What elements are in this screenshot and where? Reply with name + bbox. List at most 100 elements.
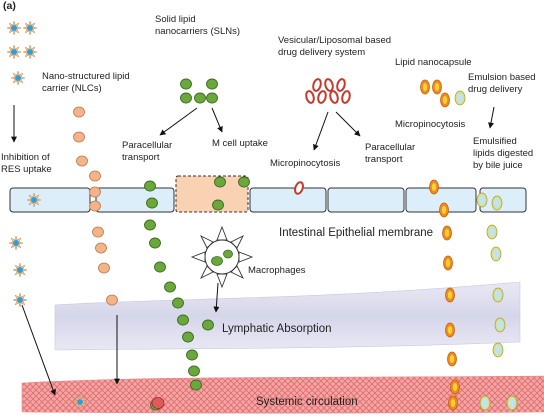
arrow-lipo-paracellular [335, 111, 361, 137]
res-particle-core [31, 197, 37, 203]
sln-particle [186, 349, 198, 361]
sln-particle [202, 319, 214, 331]
liposome-particle [341, 90, 351, 104]
lymphatic-label: Lymphatic Absorption [222, 323, 332, 335]
nlc-particle [98, 262, 110, 274]
emulsion-core [488, 227, 496, 237]
arrow-macrophage-lymph [213, 282, 220, 313]
nlc-particle [92, 226, 104, 238]
sln-particle [188, 365, 200, 377]
nlc-label-line2: carrier (NLCs) [42, 83, 102, 94]
res-particle-core [11, 25, 17, 31]
micropinocytosis-label-2: Micropinocytosis [395, 119, 465, 130]
liposome-particle [324, 78, 334, 92]
nanocapsule-core [450, 399, 456, 407]
nlc-particle [73, 131, 85, 143]
sln-particle [206, 78, 218, 90]
epithelial-membrane [9, 175, 527, 213]
sln-particle [154, 261, 166, 273]
arrows [11, 105, 495, 396]
nanocapsule-core [441, 206, 447, 214]
arrow-emulsion [488, 106, 495, 129]
emulsified-label-line3: by bile juice [473, 160, 523, 171]
emulsion-core [492, 249, 500, 259]
sln-particle [194, 92, 206, 104]
liposome-particle [294, 181, 304, 195]
sln-particle [149, 237, 161, 249]
emulsion-core [481, 398, 489, 408]
membrane-label: Intestinal Epithelial membrane [279, 227, 433, 239]
inhibition-label-line1: Inhibition of [1, 152, 50, 163]
sln-particle [214, 176, 226, 188]
nlc-particle [95, 242, 107, 254]
paracellular-label-2-line2: transport [365, 154, 403, 165]
m-cell [175, 175, 249, 213]
sln-particle [212, 199, 224, 211]
emulsion-label-line1: Emulsion based [468, 72, 536, 83]
paracellular-label-1-line1: Paracellular [122, 140, 172, 151]
nanocapsule-core [431, 183, 437, 191]
res-particle-core [27, 49, 33, 55]
emulsion-core [494, 290, 502, 300]
nlc-particle [106, 294, 118, 306]
res-particle-core [13, 240, 19, 246]
liposome-particle [329, 90, 339, 104]
sln-particle [238, 176, 250, 188]
emulsion-core [508, 398, 516, 408]
res-particle-core [17, 297, 23, 303]
liposome-particle [312, 78, 322, 92]
nanocapsule-core [434, 83, 440, 91]
arrow-lipo-micropino [313, 111, 329, 151]
epithelial-cell [327, 187, 405, 213]
liposome-particle [336, 78, 346, 92]
inhibition-label-line2: RES uptake [1, 164, 52, 175]
macrophage [190, 225, 254, 289]
emulsion-core [496, 320, 504, 330]
emulsion-core [456, 93, 464, 103]
labels: (a) Solid lipid nanocarriers (SLNs) Vesi… [1, 0, 536, 408]
nanocapsule-core [452, 383, 458, 391]
nanocapsule-core [442, 96, 448, 104]
emulsion-core [494, 345, 502, 355]
sln-particle [206, 92, 218, 104]
res-particle-core [17, 267, 23, 273]
nanocapsule-core [449, 355, 455, 363]
arrow-sln-paracellular [159, 107, 198, 136]
nanocapsule-core [447, 291, 453, 299]
emulsified-label-line1: Emulsified [473, 136, 517, 147]
nlc-particle [76, 155, 88, 167]
arrow-res-systemic [21, 304, 56, 396]
sln-particle [144, 219, 156, 231]
sln-particle [177, 314, 189, 326]
res-particle-core [77, 399, 83, 405]
sln-particle [180, 92, 192, 104]
sln-particle [190, 379, 202, 391]
nlc-particle [73, 106, 85, 118]
vesicular-label-line2: drug delivery system [278, 47, 365, 58]
emulsion-core [493, 198, 501, 208]
epithelial-cell [95, 187, 175, 213]
emulsified-label-line2: lipids digested [473, 148, 533, 159]
emulsion-core [478, 195, 486, 205]
sln-particle [180, 78, 192, 90]
particles [6, 20, 518, 411]
nanocapsule-core [422, 83, 428, 91]
nlc-particle [89, 200, 101, 212]
macrophages-label: Macrophages [248, 265, 306, 276]
blood-particle [151, 397, 165, 409]
nanocapsule-core [445, 259, 451, 267]
epithelial-cell [249, 187, 327, 213]
emulsion-label-line2: drug delivery [468, 84, 523, 95]
sln-particle [164, 281, 176, 293]
micropinocytosis-label-1: Micropinocytosis [270, 158, 340, 169]
sln-particle [182, 331, 194, 343]
sln-particle [172, 297, 184, 309]
vesicular-label-line1: Vesicular/Liposomal based [278, 35, 391, 46]
nanocapsule-label: Lipid nanocapsule [395, 57, 472, 68]
paracellular-label-1-line2: transport [122, 152, 160, 163]
arrow-sln-mcell [211, 107, 223, 133]
epithelial-cell [9, 187, 91, 213]
mcell-label: M cell uptake [212, 138, 268, 149]
panel-label: (a) [3, 0, 16, 12]
